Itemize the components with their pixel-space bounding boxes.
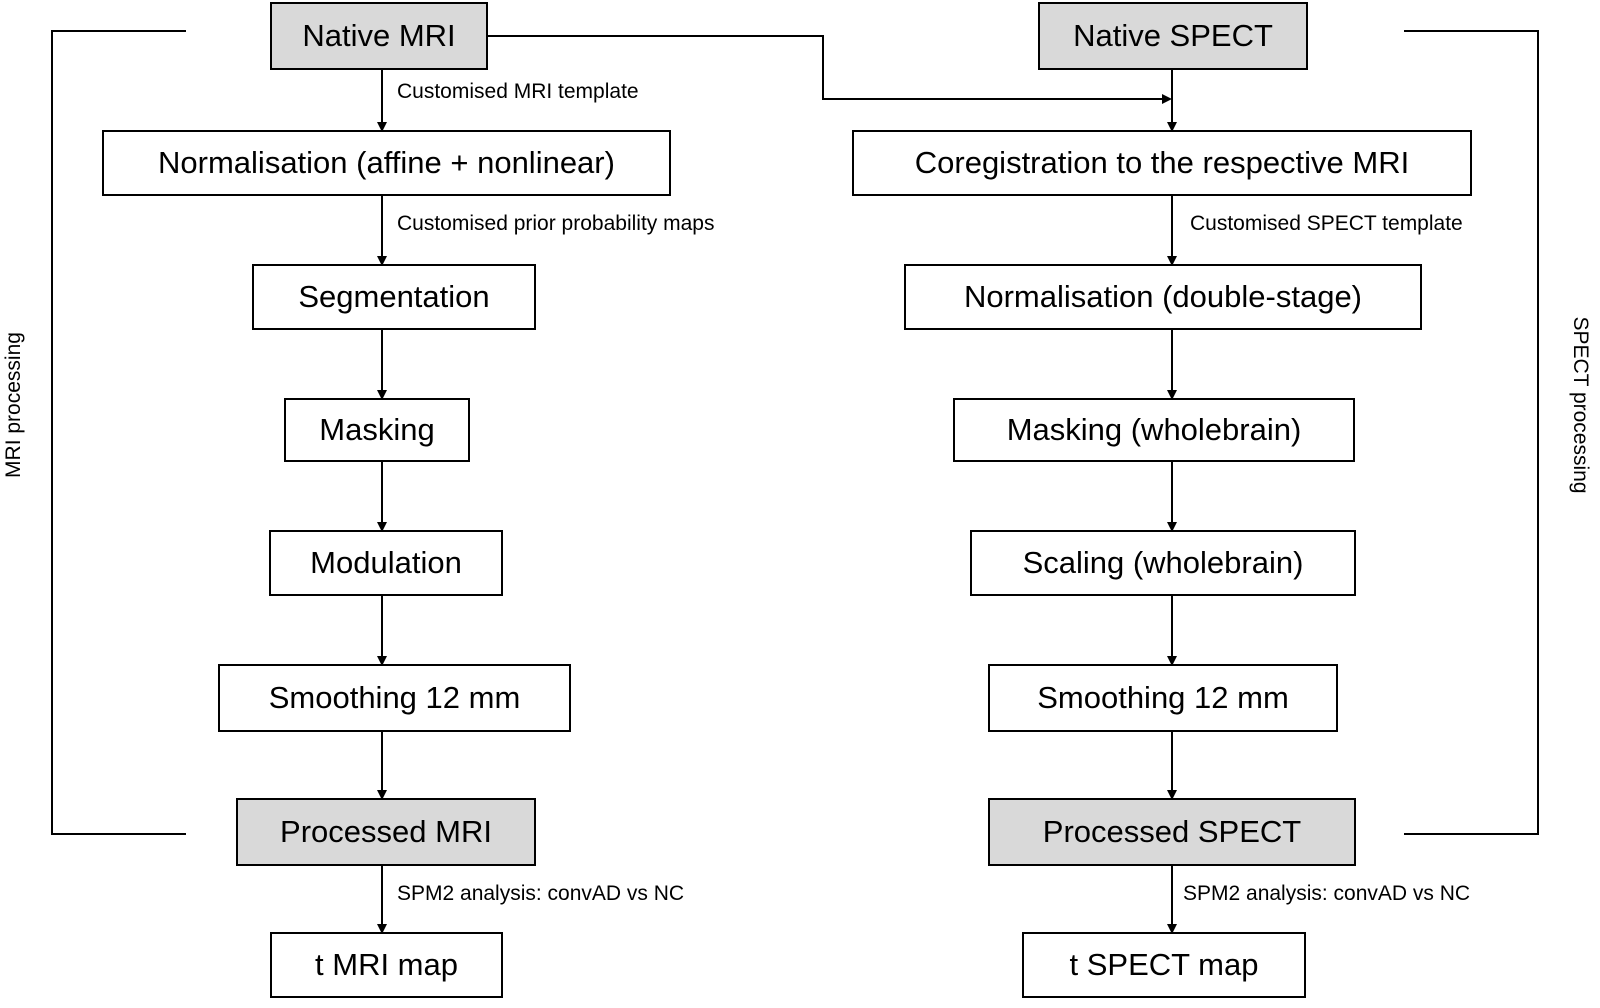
- note-customised-spect-template: Customised SPECT template: [1190, 212, 1463, 235]
- spect-masking-box: Masking (wholebrain): [953, 398, 1355, 462]
- modulation-box: Modulation: [269, 530, 503, 596]
- note-customised-mri-template: Customised MRI template: [397, 80, 639, 103]
- mri-normalisation-box: Normalisation (affine + nonlinear): [102, 130, 671, 196]
- processed-mri-box: Processed MRI: [236, 798, 536, 866]
- coregistration-box: Coregistration to the respective MRI: [852, 130, 1472, 196]
- t-spect-map-box: t SPECT map: [1022, 932, 1306, 998]
- note-spect-spm2-analysis: SPM2 analysis: convAD vs NC: [1183, 882, 1471, 905]
- spect-processing-bracket: [1404, 30, 1539, 835]
- spect-processing-label: SPECT processing: [1569, 316, 1592, 494]
- arrow-native-mri-to-spect-coregistration: [488, 35, 1172, 104]
- mri-processing-label: MRI processing: [2, 332, 25, 478]
- native-spect-box: Native SPECT: [1038, 2, 1308, 70]
- processed-spect-box: Processed SPECT: [988, 798, 1356, 866]
- spect-smoothing-box: Smoothing 12 mm: [988, 664, 1338, 732]
- t-mri-map-box: t MRI map: [270, 932, 503, 998]
- mri-masking-box: Masking: [284, 398, 470, 462]
- mri-smoothing-box: Smoothing 12 mm: [218, 664, 571, 732]
- native-mri-box: Native MRI: [270, 2, 488, 70]
- mri-processing-bracket: [51, 30, 186, 835]
- segmentation-box: Segmentation: [252, 264, 536, 330]
- spect-normalisation-box: Normalisation (double-stage): [904, 264, 1422, 330]
- scaling-box: Scaling (wholebrain): [970, 530, 1356, 596]
- note-mri-spm2-analysis: SPM2 analysis: convAD vs NC: [397, 882, 685, 905]
- note-customised-prior-probability-maps: Customised prior probability maps: [397, 212, 715, 235]
